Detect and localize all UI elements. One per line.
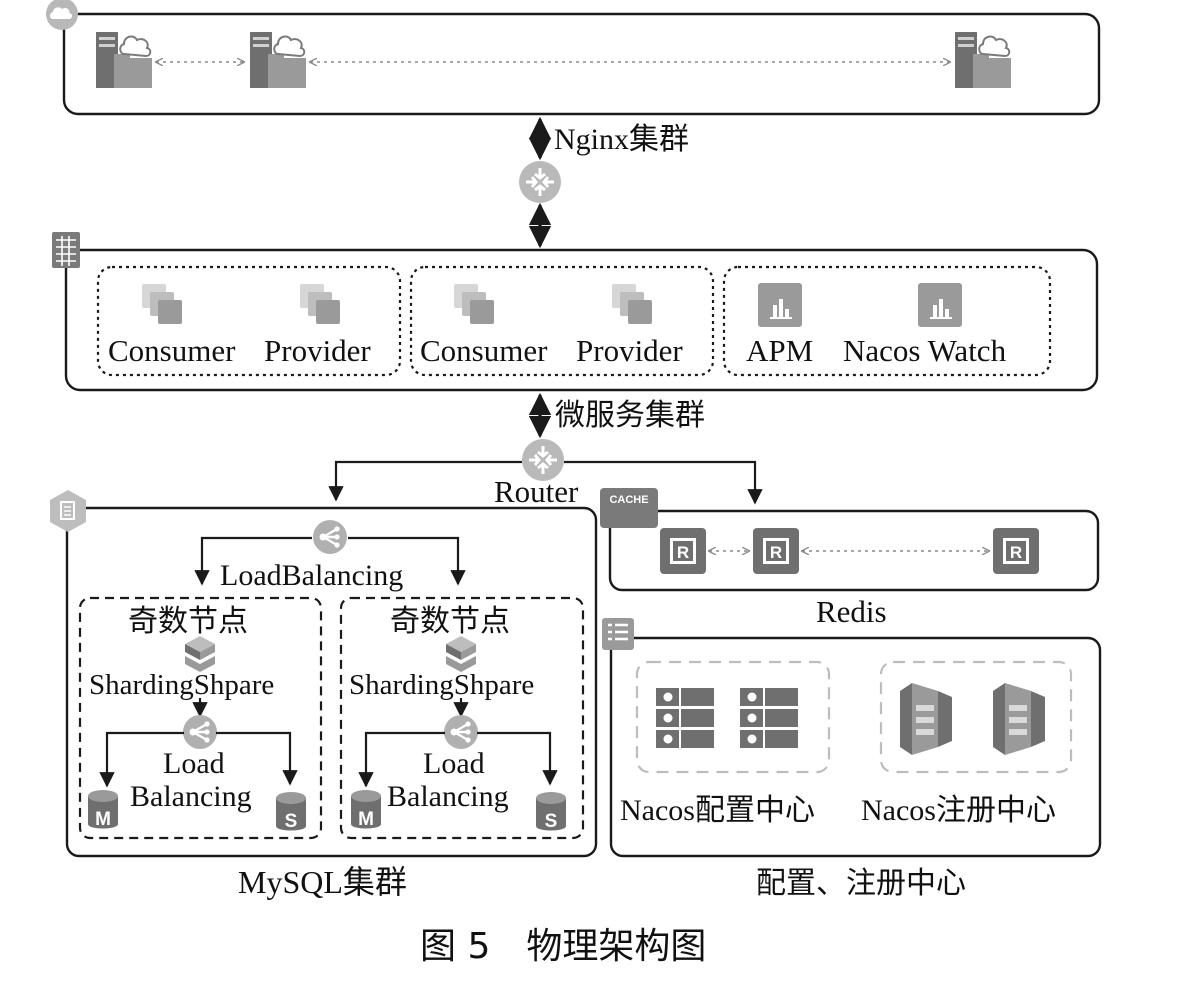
server-cloud-icon <box>954 31 1012 89</box>
stacked-squares-icon <box>612 284 652 324</box>
config-server-group <box>635 660 831 774</box>
table-grid-icon <box>52 232 80 268</box>
stacked-squares-icon <box>142 284 182 324</box>
stacked-squares-icon <box>300 284 340 324</box>
slave-db-letter: S <box>285 811 298 832</box>
bar-chart-icon <box>918 283 962 327</box>
odd-node-title: 奇数节点 <box>390 604 510 639</box>
nginx-label: Nginx集群 <box>554 123 689 156</box>
redis-label: Redis <box>816 594 887 629</box>
consumer-label: Consumer <box>420 333 548 368</box>
list-icon <box>602 618 634 650</box>
redis-cluster: CACHE R R R <box>600 488 1100 592</box>
lb-label-line1: Load <box>423 747 485 780</box>
cloud-icon <box>46 0 78 30</box>
mysql-cluster: LoadBalancing 奇数节点 ShardingShpare Load B… <box>50 490 598 858</box>
registry-icon <box>993 683 1045 755</box>
server-cloud-icon <box>95 31 153 89</box>
redis-node-letter: R <box>770 543 782 562</box>
sharding-icon <box>185 636 215 672</box>
cache-tag: CACHE <box>600 488 658 528</box>
nginx-box <box>62 12 1101 116</box>
slave-db-letter: S <box>545 811 558 832</box>
sharding-label: ShardingShpare <box>349 669 534 701</box>
provider-label: Provider <box>264 333 371 368</box>
load-balancer-icon <box>442 713 480 751</box>
registry-icon <box>900 683 952 755</box>
provider-label: Provider <box>576 333 683 368</box>
service-group-1 <box>96 265 402 377</box>
router-icon <box>517 159 563 205</box>
document-hexagon-icon <box>50 490 86 532</box>
redis-node-letter: R <box>1010 543 1022 562</box>
odd-node-group <box>339 596 585 840</box>
lb-label-line1: Load <box>163 747 225 780</box>
lb-label-line2: Balancing <box>387 780 509 813</box>
apm-label: APM <box>746 333 813 368</box>
mysql-cluster-label: MySQL集群 <box>238 864 407 900</box>
lb-label-line2: Balancing <box>130 780 252 813</box>
odd-node-title: 奇数节点 <box>128 604 248 639</box>
stacked-squares-icon <box>454 284 494 324</box>
master-db-letter: M <box>358 809 374 830</box>
microservice-label: 微服务集群 <box>555 399 705 432</box>
load-balancer-icon <box>181 713 219 751</box>
top-loadbalancing-label: LoadBalancing <box>220 559 403 592</box>
service-group-2 <box>409 265 715 377</box>
bar-chart-icon <box>758 283 802 327</box>
server-rack-icon <box>655 687 715 749</box>
microservice-cluster: Consumer Provider Consumer Provider APM … <box>52 232 1099 392</box>
svg-text:CACHE: CACHE <box>609 494 648 506</box>
server-cloud-icon <box>249 31 307 89</box>
sharding-label: ShardingShpare <box>89 669 274 701</box>
figure-caption: 图 5 物理架构图 <box>420 926 706 967</box>
registry-group <box>879 660 1073 774</box>
master-db-letter: M <box>95 809 111 830</box>
nacos-config-label: Nacos配置中心 <box>620 794 815 827</box>
load-balancer-icon <box>311 518 349 556</box>
nacos-watch-label: Nacos Watch <box>843 333 1007 368</box>
service-group-3 <box>722 265 1052 377</box>
redis-node-letter: R <box>677 543 689 562</box>
odd-node-group <box>78 596 323 840</box>
consumer-label: Consumer <box>108 333 236 368</box>
router-label: Router <box>494 474 579 509</box>
config-center: Nacos配置中心 Nacos注册中心 <box>602 618 1102 858</box>
nginx-cluster <box>46 0 1101 116</box>
nacos-registry-label: Nacos注册中心 <box>861 794 1056 827</box>
config-center-label: 配置、注册中心 <box>756 866 966 901</box>
server-rack-icon <box>739 687 799 749</box>
sharding-icon <box>446 636 476 672</box>
